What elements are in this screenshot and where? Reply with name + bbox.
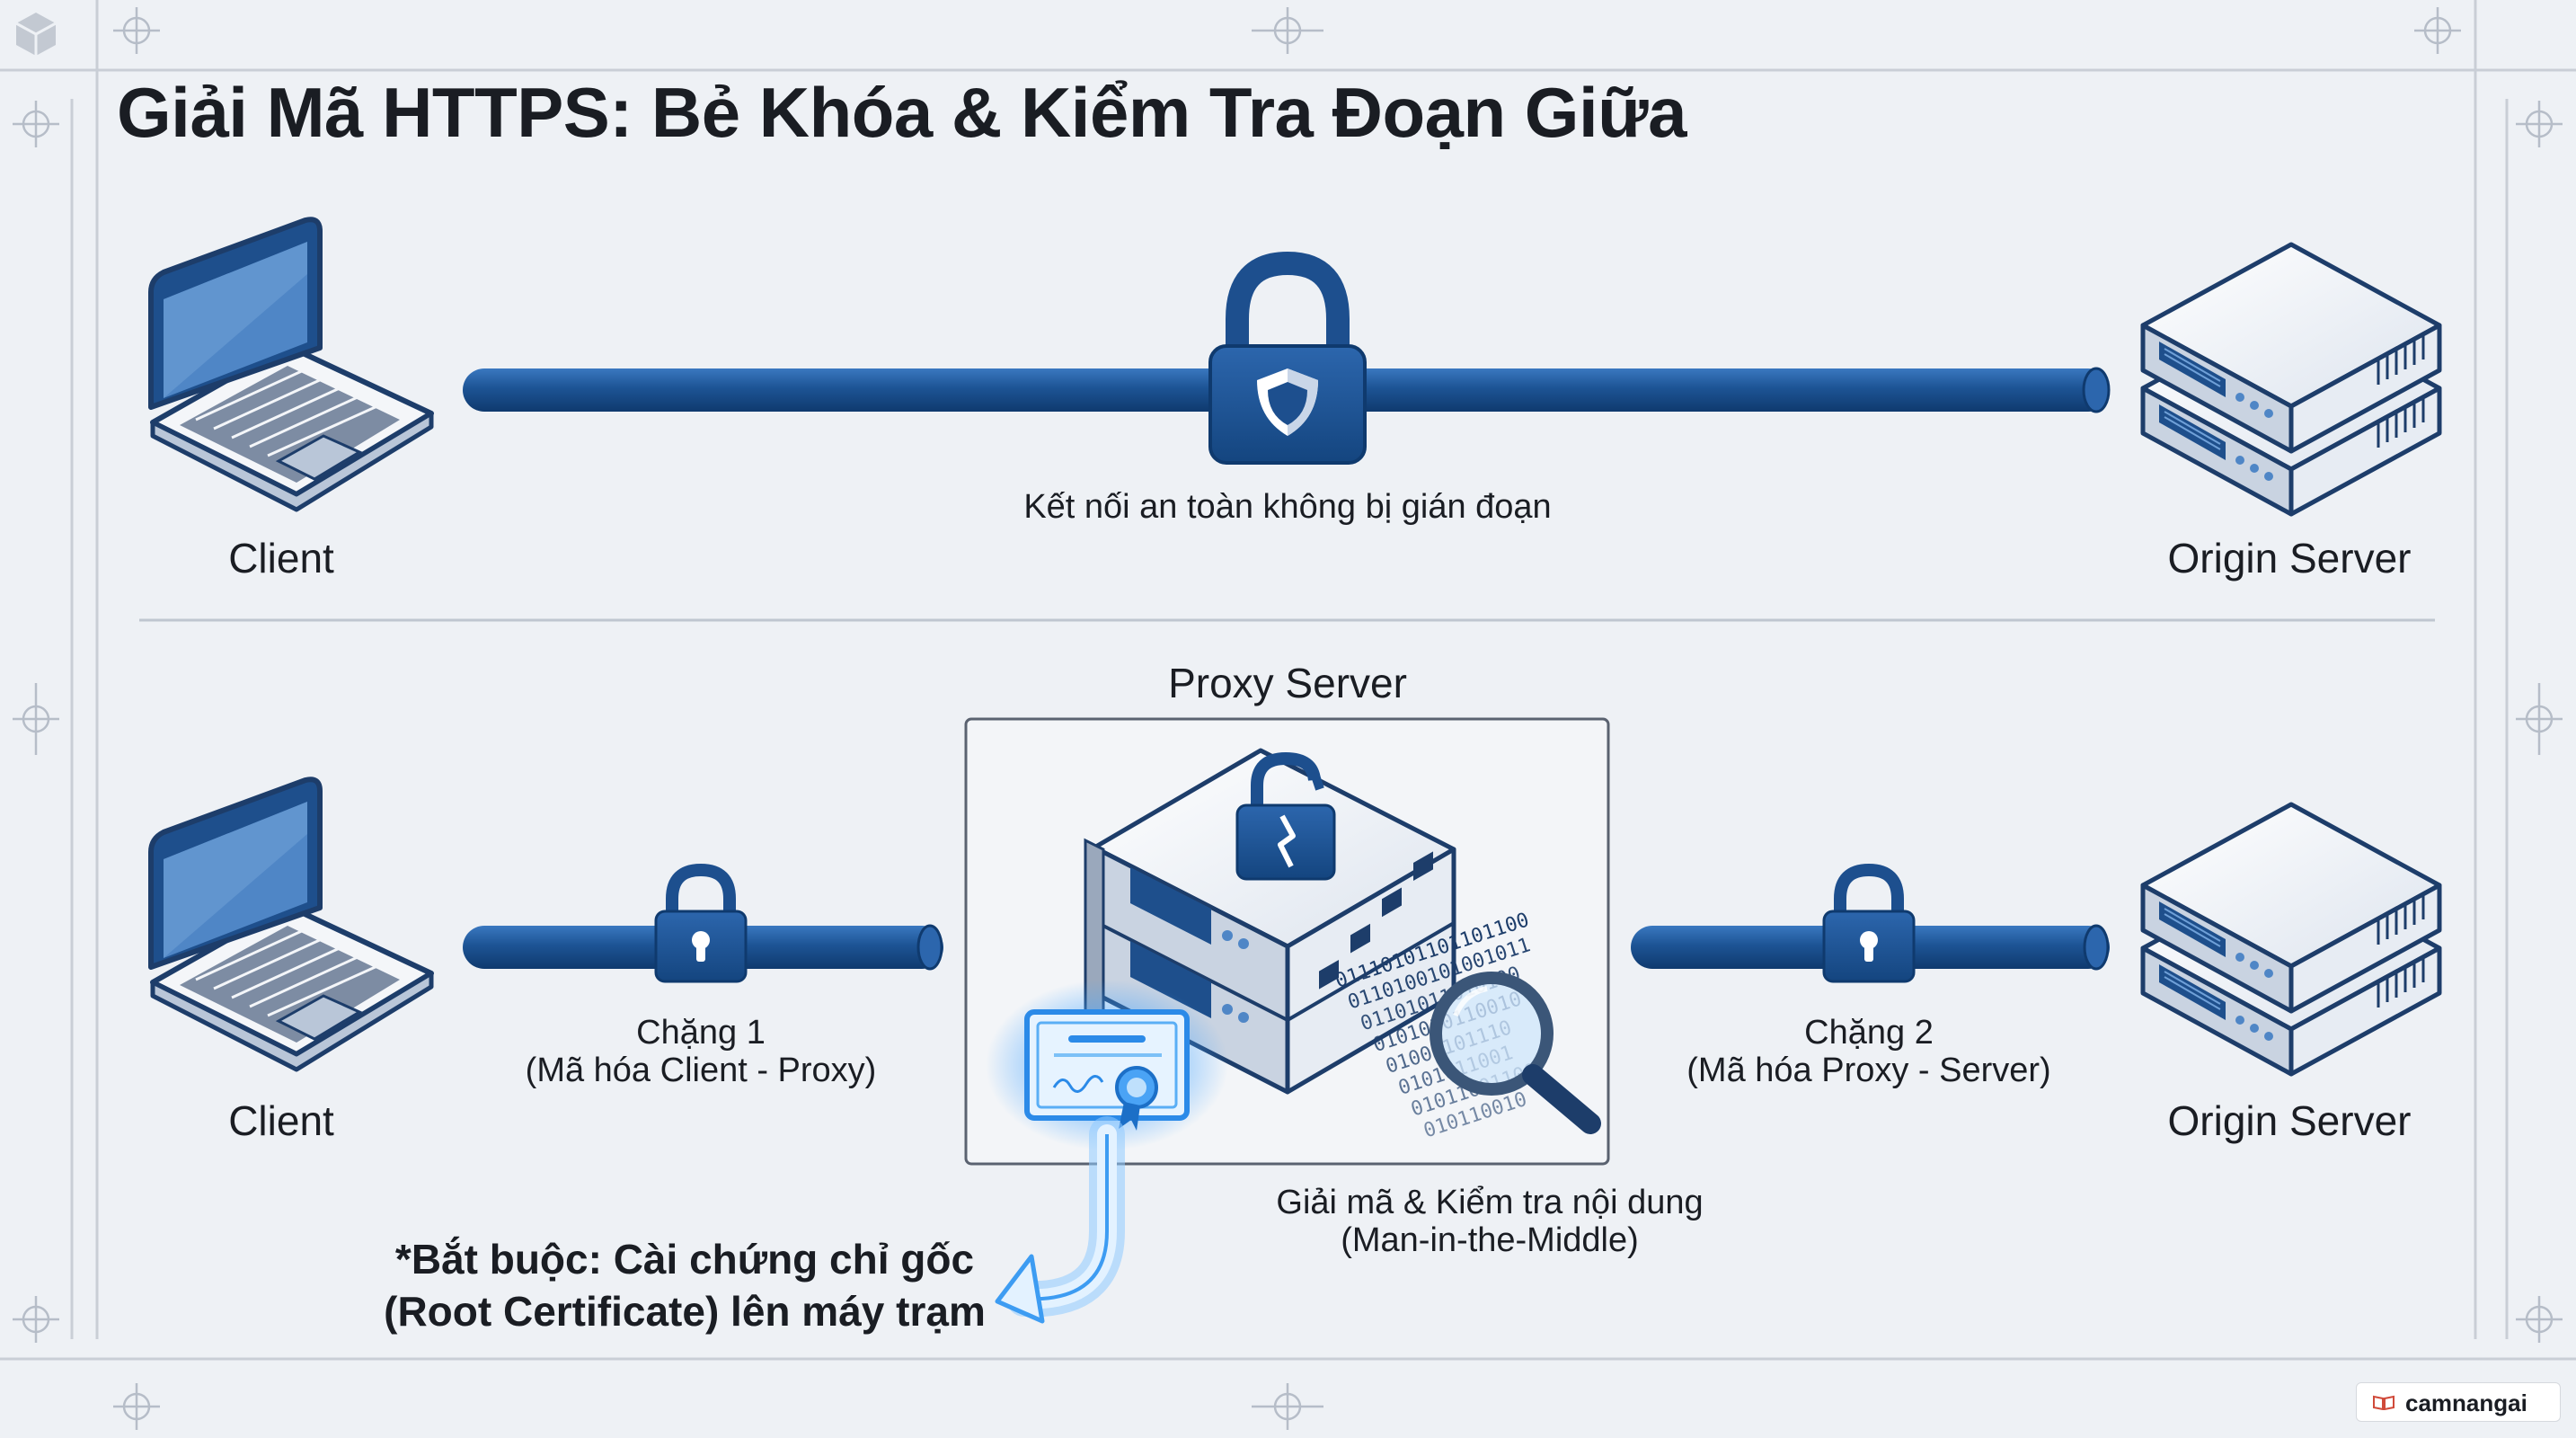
server-label-top: Origin Server <box>2167 535 2412 581</box>
watermark-badge: camnangai <box>2356 1382 2561 1422</box>
origin-server-icon-bottom <box>2143 804 2439 1074</box>
leg1-desc: (Mã hóa Client - Proxy) <box>525 1052 877 1089</box>
leg2-title: Chặng 2 <box>1804 1014 1934 1052</box>
origin-server-icon-top <box>2143 244 2439 514</box>
padlock-icon-leg1 <box>656 870 746 981</box>
book-icon <box>2373 1395 2395 1410</box>
secure-caption: Kết nối an toàn không bị gián đoạn <box>1023 488 1552 526</box>
padlock-icon-leg2 <box>1824 870 1914 981</box>
server-label-bottom: Origin Server <box>2167 1097 2412 1144</box>
client-label-top: Client <box>228 535 334 581</box>
client-laptop-icon-top <box>151 219 431 510</box>
client-label-bottom: Client <box>228 1097 334 1144</box>
corner-cube-icon <box>15 13 57 56</box>
inspect-desc: (Man-in-the-Middle) <box>1341 1221 1639 1259</box>
page-title: Giải Mã HTTPS: Bẻ Khóa & Kiểm Tra Đoạn G… <box>117 73 1686 152</box>
inspect-title: Giải mã & Kiểm tra nội dung <box>1276 1184 1704 1221</box>
watermark-text: camnangai <box>2405 1389 2527 1416</box>
root-cert-note-line1: *Bắt buộc: Cài chứng chỉ gốc <box>394 1236 975 1283</box>
magnifier-icon <box>1430 972 1601 1134</box>
crosshair-marks <box>13 7 2563 1430</box>
broken-padlock-icon <box>1235 751 1336 881</box>
install-arrow <box>995 1116 1125 1324</box>
client-laptop-icon-bottom <box>151 779 431 1070</box>
padlock-shield-icon <box>1208 251 1367 465</box>
root-cert-note-line2: (Root Certificate) lên máy trạm <box>384 1288 986 1335</box>
leg2-desc: (Mã hóa Proxy - Server) <box>1686 1052 2051 1089</box>
certificate-icon <box>1024 1009 1190 1131</box>
proxy-label: Proxy Server <box>1168 660 1407 706</box>
leg1-title: Chặng 1 <box>636 1014 766 1052</box>
frame-lines <box>0 0 2576 1361</box>
